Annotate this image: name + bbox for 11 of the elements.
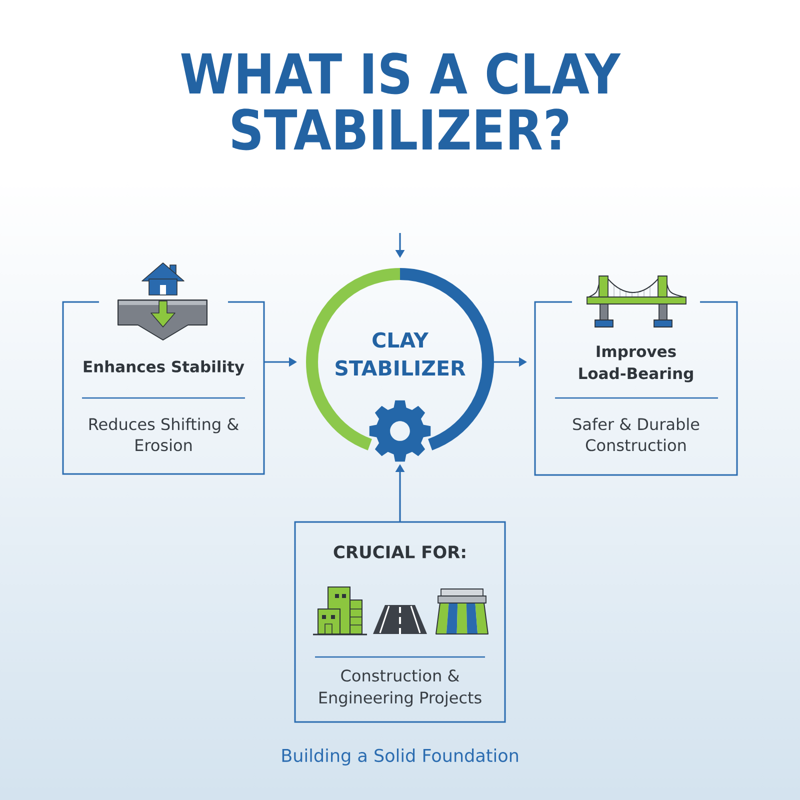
body-text: Reduces Shifting & Erosion <box>89 418 239 452</box>
info-box <box>294 521 506 723</box>
heading: Enhances Stability <box>84 360 244 376</box>
heading: CRUCIAL FOR: <box>334 546 466 558</box>
body-text: Construction & Engineering Projects <box>320 669 482 707</box>
info-box <box>62 301 265 475</box>
caption: Building a Solid Foundation <box>282 748 518 766</box>
body-text: Safer & Durable Construction <box>573 418 700 452</box>
title: WHAT IS A CLAY STABILIZER? <box>181 52 621 150</box>
heading: Improves Load-Bearing <box>579 346 693 382</box>
info-box <box>534 301 738 476</box>
